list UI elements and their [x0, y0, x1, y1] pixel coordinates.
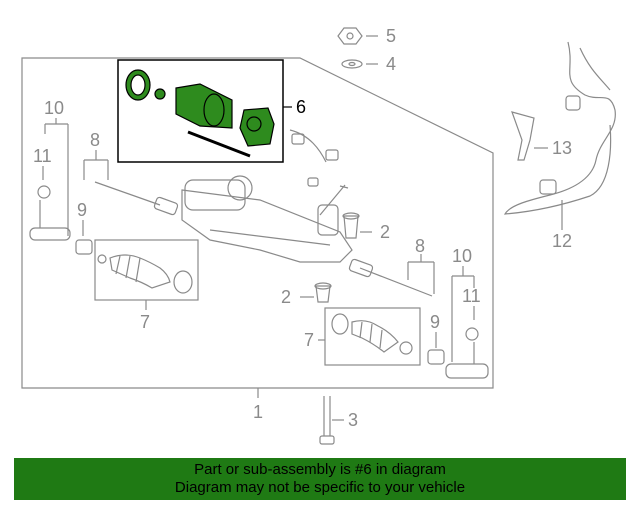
- callout-12: 12: [552, 231, 572, 251]
- callout-8-right: 8: [415, 236, 425, 256]
- callout-2-upper: 2: [380, 222, 390, 242]
- wiring-harness: [289, 41, 616, 215]
- tie-rod-left: [94, 181, 179, 216]
- tie-rod-end-right: [445, 306, 489, 379]
- callout-3: 3: [348, 410, 358, 430]
- bracket-10-left: [44, 118, 69, 236]
- tie-rod-right: [348, 258, 433, 297]
- callout-7-right: 7: [304, 330, 314, 350]
- nut-5: [337, 27, 363, 45]
- banner-line-1: Part or sub-assembly is #6 in diagram: [194, 461, 446, 478]
- rack-housing: [181, 175, 353, 263]
- callout-1: 1: [253, 402, 263, 422]
- callout-6: 6: [296, 97, 306, 117]
- banner-line-2: Diagram may not be specific to your vehi…: [174, 479, 466, 496]
- bracket-8-right: [407, 254, 435, 294]
- bushing-lower: [314, 282, 332, 303]
- bracket-10-right: [451, 266, 475, 362]
- bolt-3: [319, 396, 335, 445]
- jam-nut-left: [75, 239, 93, 255]
- assembly-frame: [21, 57, 494, 389]
- washer-4: [341, 59, 363, 69]
- callout-10-right: 10: [452, 246, 472, 266]
- callout-7-left: 7: [140, 312, 150, 332]
- bushing-upper: [342, 212, 360, 239]
- boot-right: [331, 313, 413, 355]
- bracket-8-left: [83, 150, 109, 180]
- callout-9-right: 9: [430, 312, 440, 332]
- jam-nut-right: [427, 349, 445, 365]
- boot-left: [97, 254, 193, 294]
- tie-rod-end-left: [29, 185, 71, 241]
- callout-5: 5: [386, 26, 396, 46]
- callout-2-lower: 2: [281, 287, 291, 307]
- callout-4: 4: [386, 54, 396, 74]
- callout-9-left: 9: [77, 200, 87, 220]
- callout-11-left: 11: [33, 146, 52, 166]
- assist-motor: [125, 69, 275, 158]
- callout-13: 13: [552, 138, 572, 158]
- callout-11-right: 11: [462, 286, 481, 306]
- info-banner: Part or sub-assembly is #6 in diagram Di…: [14, 458, 626, 500]
- callout-10-left: 10: [44, 98, 64, 118]
- bracket-13: [511, 111, 535, 161]
- boot-box-right: [324, 307, 421, 366]
- callout-8-left: 8: [90, 130, 100, 150]
- boot-box-left: [94, 239, 199, 301]
- highlight-box-6: [117, 59, 284, 163]
